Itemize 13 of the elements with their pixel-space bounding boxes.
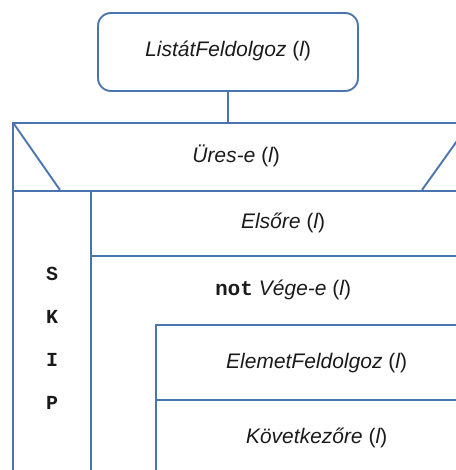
- loop-block: [90, 255, 456, 470]
- statement-text: ElemetFeldolgoz (l): [226, 350, 407, 374]
- statement-block: [90, 190, 456, 255]
- skip-text: S K I P: [44, 263, 59, 418]
- statement-text: Következőre (l): [246, 425, 388, 449]
- procedure-name: ListátFeldolgoz (l): [145, 38, 311, 62]
- statement-block: [155, 324, 456, 399]
- statement-text: Elsőre (l): [240, 210, 326, 234]
- procedure-box: [97, 12, 359, 92]
- condition-text: Üres-e (l): [192, 144, 280, 168]
- selection-block: [12, 122, 456, 470]
- connector-line: [227, 92, 229, 122]
- loop-condition-text: not Vége-e (l): [215, 277, 351, 302]
